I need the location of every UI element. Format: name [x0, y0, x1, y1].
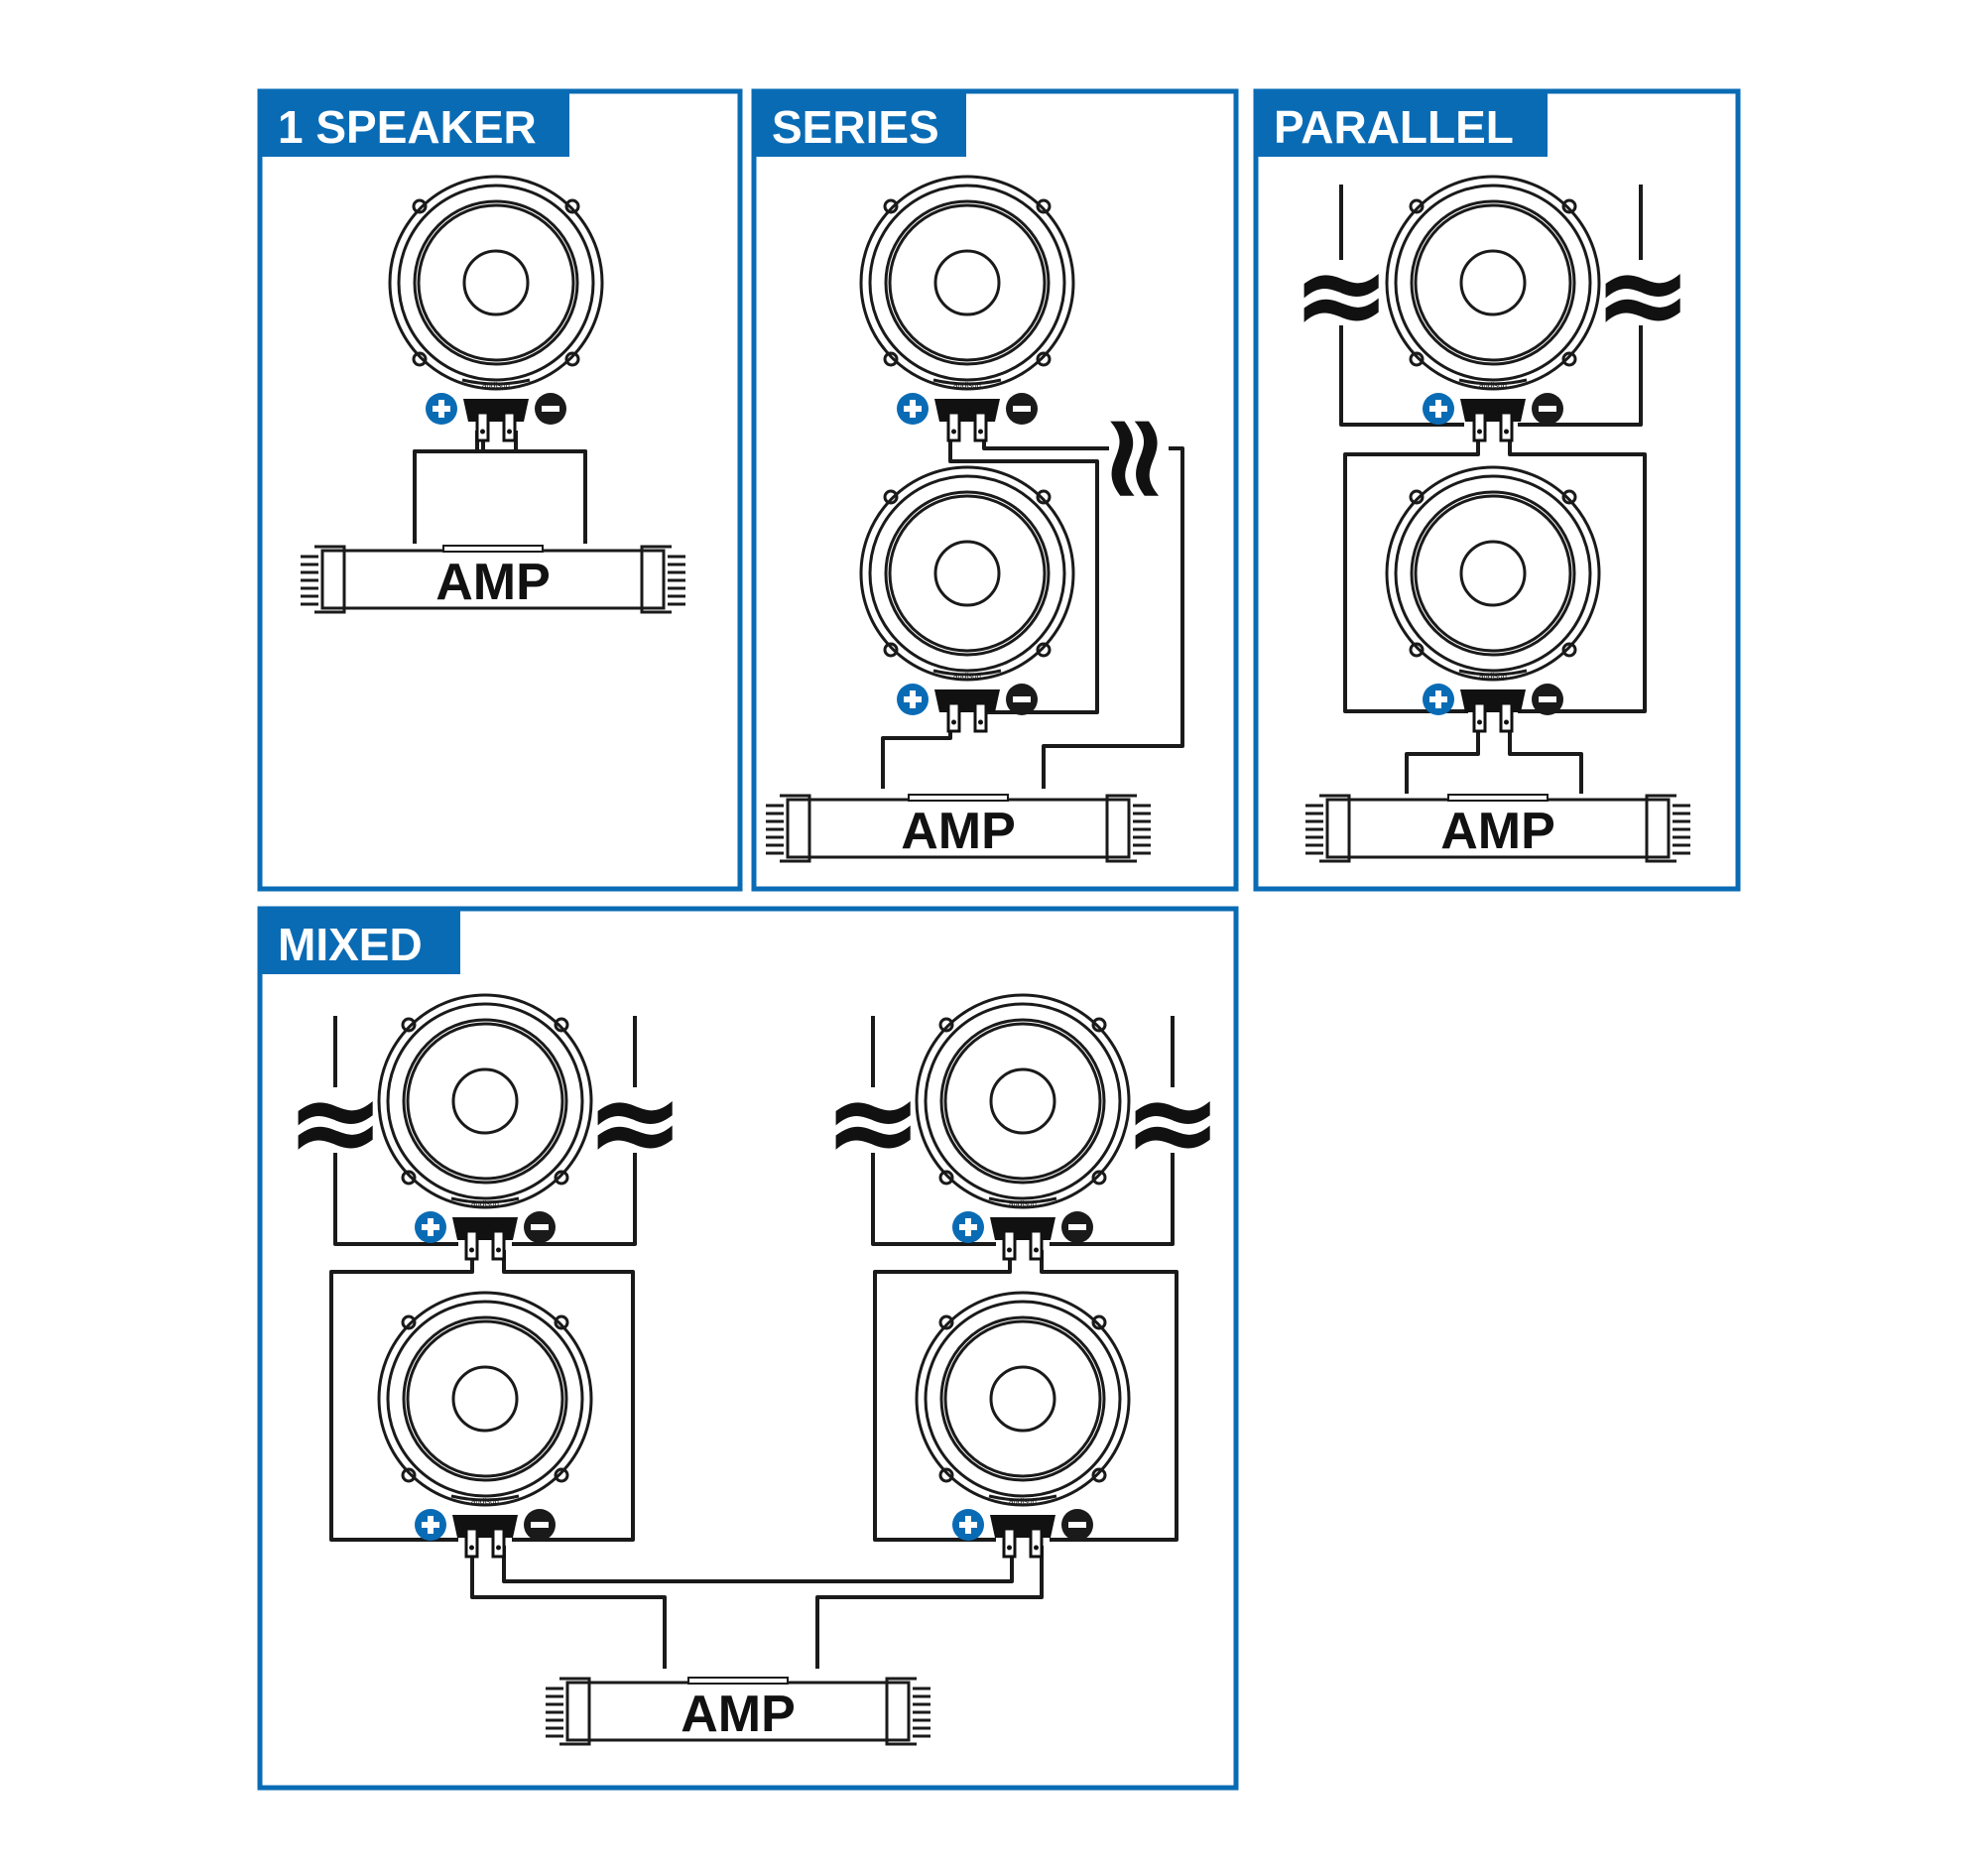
- wire-minus-bridge: [502, 1250, 635, 1542]
- speaker-brand: audison: [482, 381, 510, 390]
- panel-title-tab: [260, 91, 569, 157]
- wire-series-link: [948, 431, 1099, 714]
- wire-plus-bridge: [873, 1250, 1012, 1542]
- speaker-brand: audison: [953, 672, 981, 681]
- wire-plus-bridge: [329, 1250, 474, 1542]
- wire-return: [982, 431, 1184, 789]
- speaker-brand: audison: [471, 1199, 499, 1208]
- panel-title-tab: [754, 91, 966, 157]
- wire-break-symbol: ≈: [1292, 226, 1392, 364]
- panel-title: SERIES: [772, 101, 939, 153]
- wire-break-symbol: ≈: [1593, 226, 1693, 364]
- panel-title: PARALLEL: [1274, 101, 1514, 153]
- speaker-brand: audison: [953, 381, 981, 390]
- panel-series: SERIES audison audison ≈ AMP: [751, 88, 1239, 892]
- panel-parallel: PARALLEL ≈ ≈ audison audison AMP: [1253, 88, 1741, 892]
- wire-series-link: [502, 1546, 1014, 1583]
- wire-positive: [1405, 718, 1480, 794]
- wire-minus-bridge: [1040, 1250, 1178, 1542]
- wire-negative: [815, 1546, 1044, 1669]
- speaker-brand: audison: [1009, 1497, 1037, 1506]
- panel-title-tab: [260, 909, 460, 974]
- wire-break-symbol: ≈: [286, 1054, 386, 1191]
- wire-negative: [1508, 718, 1583, 794]
- speaker-brand: audison: [1479, 672, 1507, 681]
- amp-label: AMP: [901, 803, 1016, 860]
- amp-label: AMP: [681, 1686, 796, 1743]
- panel-1-speaker: 1 SPEAKER audison AMP: [257, 88, 743, 892]
- wire-break-symbol: ≈: [1123, 1054, 1223, 1191]
- panel-title: 1 SPEAKER: [278, 101, 537, 153]
- speaker-brand: audison: [1009, 1199, 1037, 1208]
- speaker-brand: audison: [471, 1497, 499, 1506]
- speaker-brand: audison: [1479, 381, 1507, 390]
- amp-label: AMP: [435, 554, 551, 611]
- wire-plus-bridge: [1343, 431, 1480, 713]
- wire-positive: [470, 1546, 667, 1669]
- amp-label: AMP: [1440, 803, 1555, 860]
- panel-title-tab: [1256, 91, 1548, 157]
- panel-title: MIXED: [278, 919, 423, 970]
- panel-mixed: MIXED ≈ ≈ ≈ ≈ audison audison audison au…: [257, 906, 1239, 1791]
- wire-break-symbol: ≈: [585, 1054, 685, 1191]
- wire-break-symbol: ≈: [1068, 409, 1206, 509]
- wire-minus-bridge: [1508, 431, 1647, 713]
- wire-break-symbol: ≈: [823, 1054, 924, 1191]
